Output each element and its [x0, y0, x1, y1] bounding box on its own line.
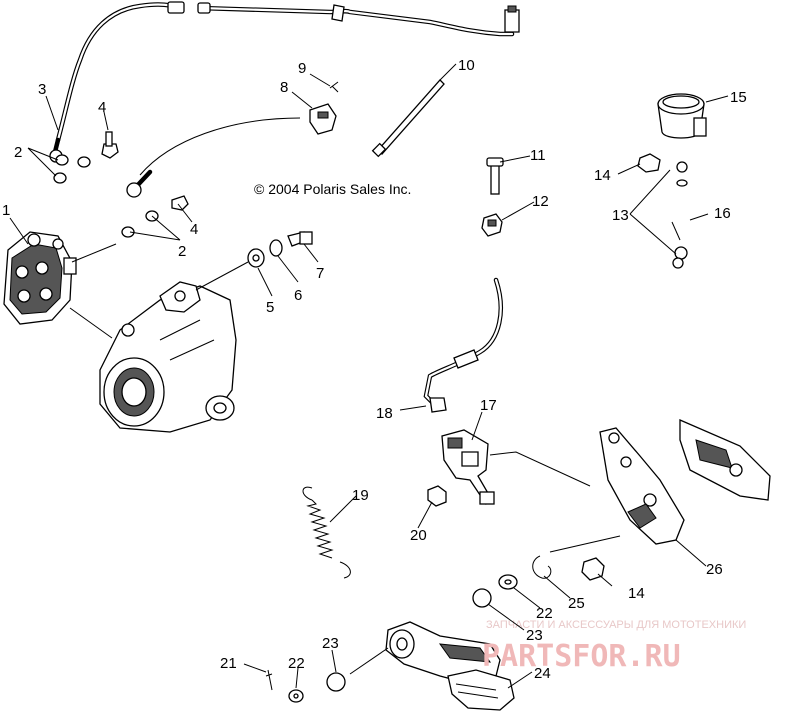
clip-25 [532, 555, 552, 579]
axle-housing [99, 281, 237, 433]
callout-leaders [9, 63, 729, 689]
leader-caliper-axle [69, 307, 113, 339]
brake-pedal [349, 621, 515, 711]
watermark-brand: PARTSFOR.RU [482, 639, 681, 674]
callout-22-lower: 22 [288, 655, 305, 672]
callout-18: 18 [376, 405, 393, 422]
lower-brake-line [423, 277, 503, 413]
callout-12: 12 [532, 193, 549, 210]
callout-5: 5 [266, 299, 274, 316]
copyright-text: © 2004 Polaris Sales Inc. [254, 181, 411, 197]
callout-7: 7 [316, 265, 324, 282]
routing-line [139, 117, 301, 176]
mount-fasteners [247, 231, 313, 268]
callout-2-middle: 2 [178, 243, 186, 260]
lower-washers [288, 574, 518, 703]
callout-21: 21 [220, 655, 237, 672]
reservoir [657, 93, 707, 139]
return-spring [302, 486, 351, 579]
cotter-pin [265, 669, 273, 691]
callout-22-upper: 22 [536, 605, 553, 622]
callout-9: 9 [298, 60, 306, 77]
cable-tie [371, 79, 445, 158]
callout-14-lower: 14 [628, 585, 645, 602]
callout-19: 19 [352, 487, 369, 504]
callout-3: 3 [38, 81, 46, 98]
callout-16: 16 [714, 205, 731, 222]
callout-8: 8 [280, 79, 288, 96]
callout-4-middle: 4 [190, 221, 198, 238]
callout-1: 1 [2, 202, 10, 219]
leader-caliper-housing [71, 243, 117, 263]
callout-2-upper: 2 [14, 144, 22, 161]
callout-labels: 1 2 2 3 4 4 5 6 7 8 9 10 11 12 13 14 14 … [2, 57, 747, 682]
callout-15: 15 [730, 89, 747, 106]
leader-housing-washer [195, 261, 249, 291]
reservoir-hose [637, 153, 688, 269]
nut-20 [427, 485, 447, 507]
callout-20: 20 [410, 527, 427, 544]
callout-24: 24 [534, 665, 551, 682]
callout-10: 10 [458, 57, 475, 74]
callout-14-upper: 14 [594, 167, 611, 184]
callout-26: 26 [706, 561, 723, 578]
upper-brake-line [49, 1, 520, 163]
callout-25: 25 [568, 595, 585, 612]
caliper [3, 231, 77, 325]
pedal-bracket [549, 419, 771, 553]
callout-23-lower: 23 [322, 635, 339, 652]
callout-11: 11 [530, 147, 546, 164]
callout-23-upper: 23 [526, 627, 543, 644]
bolt-and-nut [481, 157, 504, 237]
callout-17: 17 [480, 397, 497, 414]
callout-13: 13 [612, 207, 629, 224]
callout-4-upper: 4 [98, 99, 106, 116]
leader-cylinder-bracket [489, 451, 591, 487]
brake-switch [309, 81, 339, 135]
callout-6: 6 [294, 287, 302, 304]
master-cylinder [441, 429, 495, 505]
watermark-tagline: ЗАПЧАСТИ И АКСЕССУАРЫ ДЛЯ МОТОТЕХНИКИ [486, 619, 746, 631]
left-fasteners [53, 131, 119, 184]
